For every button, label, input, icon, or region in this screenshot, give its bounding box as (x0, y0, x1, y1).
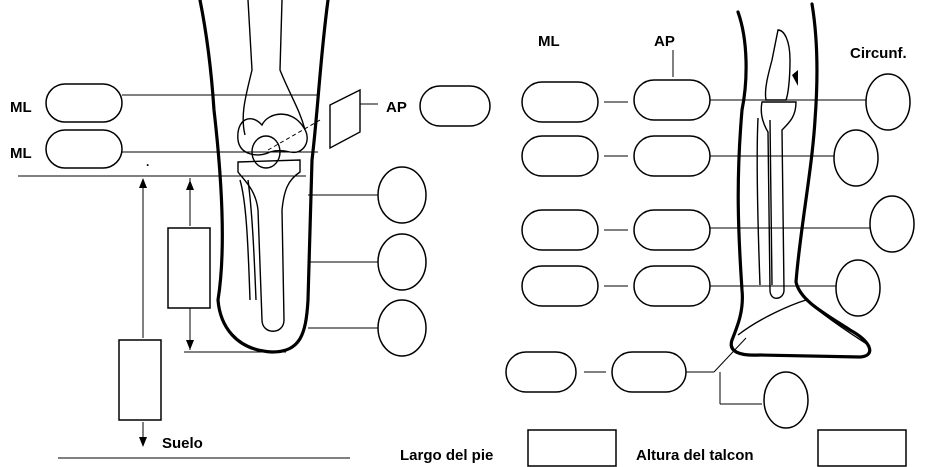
ap-field-row-5[interactable] (612, 352, 686, 392)
ml-field-upper[interactable] (46, 84, 122, 122)
circ-field-row-2[interactable] (834, 130, 878, 186)
stump-arrow-up-head (186, 180, 194, 190)
heel-height-label: Altura del talcon (636, 447, 754, 464)
ml-field-row-5[interactable] (506, 352, 576, 392)
ml-field-lower[interactable] (46, 130, 122, 168)
ml-label-lower: ML (10, 145, 32, 162)
ml-field-row-3[interactable] (522, 210, 598, 250)
foot-length-field[interactable] (528, 430, 616, 466)
circ-field-row-3[interactable] (870, 196, 914, 252)
circ-field-left-3[interactable] (378, 300, 426, 356)
fibula-head (765, 30, 790, 100)
heel-height-field[interactable] (818, 430, 906, 466)
circ-field-row-4[interactable] (836, 260, 880, 316)
ap-field-left[interactable] (420, 86, 490, 126)
ml-label-upper: ML (10, 99, 32, 116)
bone-marker (792, 70, 798, 86)
dot-marker: . (146, 155, 149, 169)
circ-field-left-2[interactable] (378, 234, 426, 290)
ap-column-header: AP (654, 33, 675, 50)
circ-field-row-1[interactable] (866, 74, 910, 130)
floor-height-field[interactable] (119, 340, 161, 420)
tibia-side (761, 102, 796, 298)
femoral-condyles (238, 114, 307, 155)
ap-field-row-3[interactable] (634, 210, 710, 250)
ap-field-row-1[interactable] (634, 80, 710, 120)
ap-plane (330, 90, 360, 148)
circ-field-left-1[interactable] (378, 167, 426, 223)
ml-field-row-2[interactable] (522, 136, 598, 176)
stump-arrow-down-head (186, 340, 194, 350)
floor-arrow-head (139, 437, 147, 447)
ml-column-header: ML (538, 33, 560, 50)
heel-circ-field[interactable] (764, 372, 808, 428)
ml-field-row-4[interactable] (522, 266, 598, 306)
fibula (240, 180, 256, 300)
circ-column-header: Circunf. (850, 45, 907, 62)
ap-field-row-2[interactable] (634, 136, 710, 176)
ml-field-row-1[interactable] (522, 82, 598, 122)
floor-label: Suelo (162, 435, 203, 452)
ap-label-left: AP (386, 99, 407, 116)
foot-length-label: Largo del pie (400, 447, 493, 464)
stump-length-field[interactable] (168, 228, 210, 308)
height-arrow-long-head (139, 178, 147, 188)
ap-field-row-4[interactable] (634, 266, 710, 306)
